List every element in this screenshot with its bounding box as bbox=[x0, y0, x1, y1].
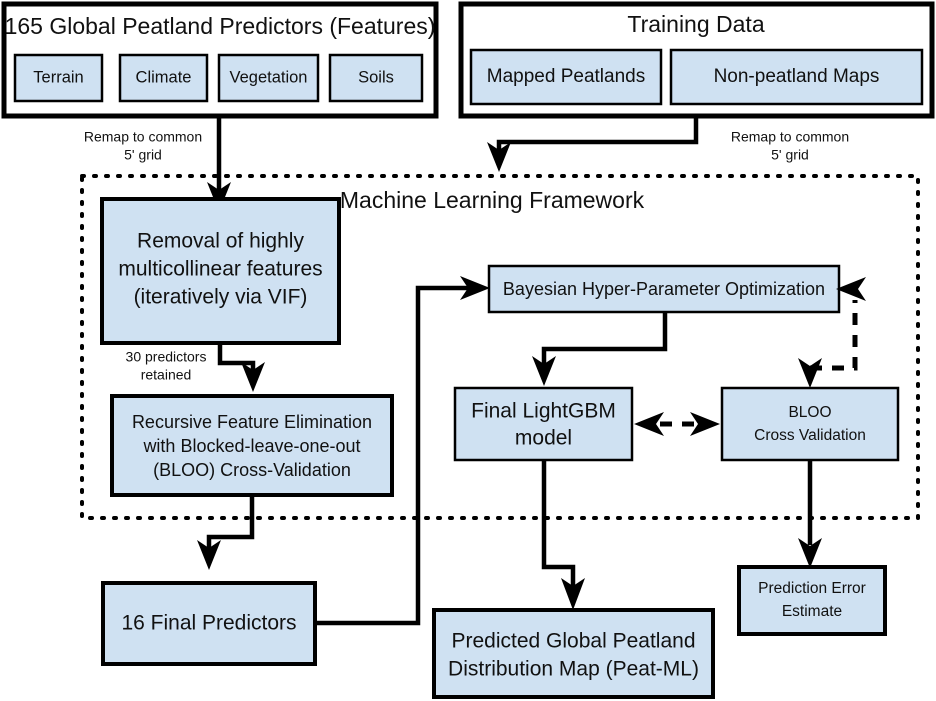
arrowhead-training-data-to-framework bbox=[487, 142, 511, 172]
arrowhead-vif-to-rfe bbox=[241, 362, 265, 392]
training-chip-mapped-peatlands-box[interactable] bbox=[469, 48, 663, 106]
arrowhead-lightgbm-to-peat-ml-map bbox=[561, 578, 585, 610]
edge-lightgbm-to-peat-ml-map bbox=[541, 460, 585, 610]
node-vif-removal-box[interactable] bbox=[100, 197, 341, 345]
arrowhead-bhpo-to-lightgbm bbox=[532, 356, 556, 386]
node-final-predictors-box[interactable] bbox=[101, 581, 317, 666]
node-rfe-bloo-line1: Recursive Feature Elimination bbox=[132, 412, 372, 432]
node-prediction-error-estimate[interactable]: Prediction Error Estimate bbox=[737, 565, 887, 636]
node-bloo-cross-validation-box[interactable] bbox=[720, 386, 900, 462]
training-chip-non-peatland-maps-label: Non-peatland Maps bbox=[714, 66, 880, 87]
edge-bloo-cv-to-error-estimate bbox=[798, 460, 822, 568]
group-training-data: Training Data Mapped Peatlands Non-peatl… bbox=[458, 1, 935, 119]
arrowhead-toward-lightgbm bbox=[634, 412, 664, 436]
node-final-lightgbm-model-line2: model bbox=[515, 427, 572, 450]
node-prediction-error-estimate-line2: Estimate bbox=[782, 603, 842, 620]
node-bloo-cross-validation-line1: BLOO bbox=[788, 404, 831, 421]
node-peat-ml-map[interactable]: Predicted Global Peatland Distribution M… bbox=[432, 608, 715, 699]
training-data-group-title: Training Data bbox=[627, 11, 764, 37]
training-chip-non-peatland-maps-box[interactable] bbox=[669, 48, 924, 106]
edge-label-remap-right: Remap to common 5' grid bbox=[731, 129, 849, 163]
remap-right-line1: Remap to common bbox=[731, 129, 849, 145]
node-peat-ml-map-line1: Predicted Global Peatland bbox=[452, 630, 696, 653]
machine-learning-framework-title: Machine Learning Framework bbox=[340, 187, 645, 213]
edge-label-retained: 30 predictors retained bbox=[126, 349, 207, 383]
edge-rfe-to-final-predictors bbox=[197, 495, 255, 570]
edge-vif-to-rfe bbox=[217, 343, 265, 392]
node-prediction-error-estimate-box[interactable] bbox=[737, 565, 887, 636]
predictor-chip-soils-box[interactable] bbox=[328, 53, 424, 103]
machine-learning-framework-border bbox=[80, 174, 920, 520]
node-final-lightgbm-model-line1: Final LightGBM bbox=[471, 400, 616, 423]
arrowhead-toward-bloo-cv bbox=[690, 412, 720, 436]
edge-bhpo-to-lightgbm bbox=[532, 312, 668, 386]
arrowhead-rfe-to-final-predictors bbox=[197, 540, 221, 570]
node-peat-ml-map-line2: Distribution Map (Peat-ML) bbox=[448, 658, 699, 681]
node-final-predictors-label: 16 Final Predictors bbox=[121, 612, 296, 635]
node-rfe-bloo-box[interactable] bbox=[110, 394, 394, 497]
node-bloo-cross-validation-line2: Cross Validation bbox=[754, 427, 866, 444]
node-bayesian-optimization[interactable]: Bayesian Hyper-Parameter Optimization bbox=[487, 264, 841, 314]
remap-left-line2: 5' grid bbox=[124, 147, 162, 163]
node-vif-removal-line2: multicollinear features bbox=[118, 258, 322, 281]
edge-training-data-to-framework bbox=[487, 116, 699, 172]
predictor-chip-soils-label: Soils bbox=[358, 68, 394, 86]
edge-label-remap-left: Remap to common 5' grid bbox=[84, 129, 202, 163]
predictor-chip-vegetation-box[interactable] bbox=[217, 53, 320, 103]
edge-lightgbm-bloo-cv-bidirectional bbox=[634, 412, 720, 436]
edge-final-predictors-to-bhpo bbox=[315, 276, 490, 626]
node-vif-removal-line3: (iteratively via VIF) bbox=[134, 286, 308, 309]
predictor-chip-climate-label: Climate bbox=[136, 68, 192, 86]
remap-right-line2: 5' grid bbox=[771, 147, 809, 163]
node-final-predictors[interactable]: 16 Final Predictors bbox=[101, 581, 317, 666]
node-bayesian-optimization-label: Bayesian Hyper-Parameter Optimization bbox=[503, 279, 825, 299]
arrowhead-bhpo-to-bloo-cv bbox=[798, 358, 822, 388]
node-peat-ml-map-box[interactable] bbox=[432, 608, 715, 699]
remap-left-line1: Remap to common bbox=[84, 129, 202, 145]
node-rfe-bloo-line2: with Blocked-leave-one-out bbox=[142, 436, 360, 456]
node-rfe-bloo-line3: (BLOO) Cross-Validation bbox=[153, 460, 351, 480]
predictors-group-title: 165 Global Peatland Predictors (Features… bbox=[5, 13, 436, 39]
group-predictors: 165 Global Peatland Predictors (Features… bbox=[1, 1, 439, 119]
predictor-chip-terrain-label: Terrain bbox=[33, 68, 83, 86]
training-chip-mapped-peatlands-label: Mapped Peatlands bbox=[487, 66, 645, 87]
predictor-chip-vegetation-label: Vegetation bbox=[230, 68, 308, 86]
edge-bloo-cv-to-bhpo-feedback bbox=[798, 277, 866, 388]
retained-line2: retained bbox=[141, 367, 192, 383]
node-final-lightgbm-model[interactable]: Final LightGBM model bbox=[453, 386, 634, 462]
arrowhead-final-predictors-to-bhpo bbox=[460, 276, 490, 300]
arrowhead-bloo-cv-to-error-estimate bbox=[798, 538, 822, 568]
retained-line1: 30 predictors bbox=[126, 349, 207, 365]
node-prediction-error-estimate-line1: Prediction Error bbox=[758, 580, 866, 597]
node-bloo-cross-validation[interactable]: BLOO Cross Validation bbox=[720, 386, 900, 462]
node-vif-removal-line1: Removal of highly bbox=[137, 230, 304, 253]
arrowhead-bloo-cv-to-bhpo bbox=[836, 277, 866, 301]
predictor-chip-climate-box[interactable] bbox=[118, 53, 209, 103]
predictor-chip-terrain-box[interactable] bbox=[13, 53, 104, 103]
node-vif-removal[interactable]: Removal of highly multicollinear feature… bbox=[100, 197, 341, 345]
node-rfe-bloo[interactable]: Recursive Feature Elimination with Block… bbox=[110, 394, 394, 497]
